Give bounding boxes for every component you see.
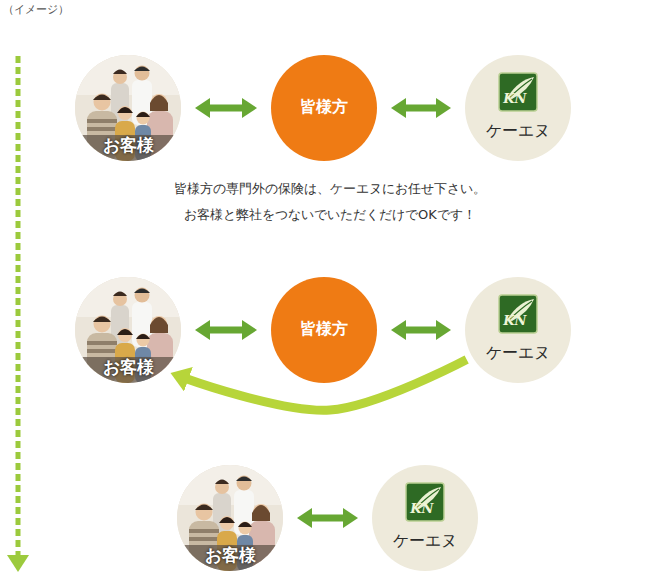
logo-text: KN — [503, 91, 526, 107]
company-logo — [465, 55, 571, 161]
timeline-dashed-line — [16, 56, 21, 555]
company-circle: KN ケーエヌ — [372, 465, 478, 571]
customer-circle: お客様 — [75, 277, 181, 383]
customer-circle: お客様 — [75, 55, 181, 161]
logo-text: KN — [503, 313, 526, 329]
partner-circle: 皆様方 — [271, 55, 377, 161]
message-line: お客様と弊社をつないでいただくだけでOKです！ — [184, 207, 476, 223]
double-arrow — [208, 105, 244, 112]
double-arrow — [404, 105, 438, 112]
logo-text: KN — [410, 501, 433, 517]
company-circle: KN ケーエヌ — [465, 55, 571, 161]
customer-circle: お客様 — [177, 465, 283, 571]
company-logo — [465, 277, 571, 383]
customer-label: お客様 — [103, 135, 154, 155]
partner-circle: 皆様方 — [271, 277, 377, 383]
company-label: ケーエヌ — [393, 531, 457, 550]
double-arrow — [404, 327, 438, 334]
double-arrow — [208, 327, 244, 334]
message-line: 皆様方の専門外の保険は、ケーエヌにお任せ下さい。 — [174, 181, 486, 197]
company-label: ケーエヌ — [486, 343, 550, 362]
company-logo — [372, 465, 478, 571]
company-label: ケーエヌ — [486, 121, 550, 140]
company-circle: KN ケーエヌ — [465, 277, 571, 383]
timeline-arrowhead — [7, 555, 29, 572]
partner-label: 皆様方 — [300, 319, 348, 338]
double-arrow — [310, 515, 345, 522]
customer-label: お客様 — [103, 357, 154, 377]
customer-label: お客様 — [205, 545, 256, 565]
partner-label: 皆様方 — [300, 97, 348, 116]
note-label: （イメージ） — [3, 3, 69, 16]
